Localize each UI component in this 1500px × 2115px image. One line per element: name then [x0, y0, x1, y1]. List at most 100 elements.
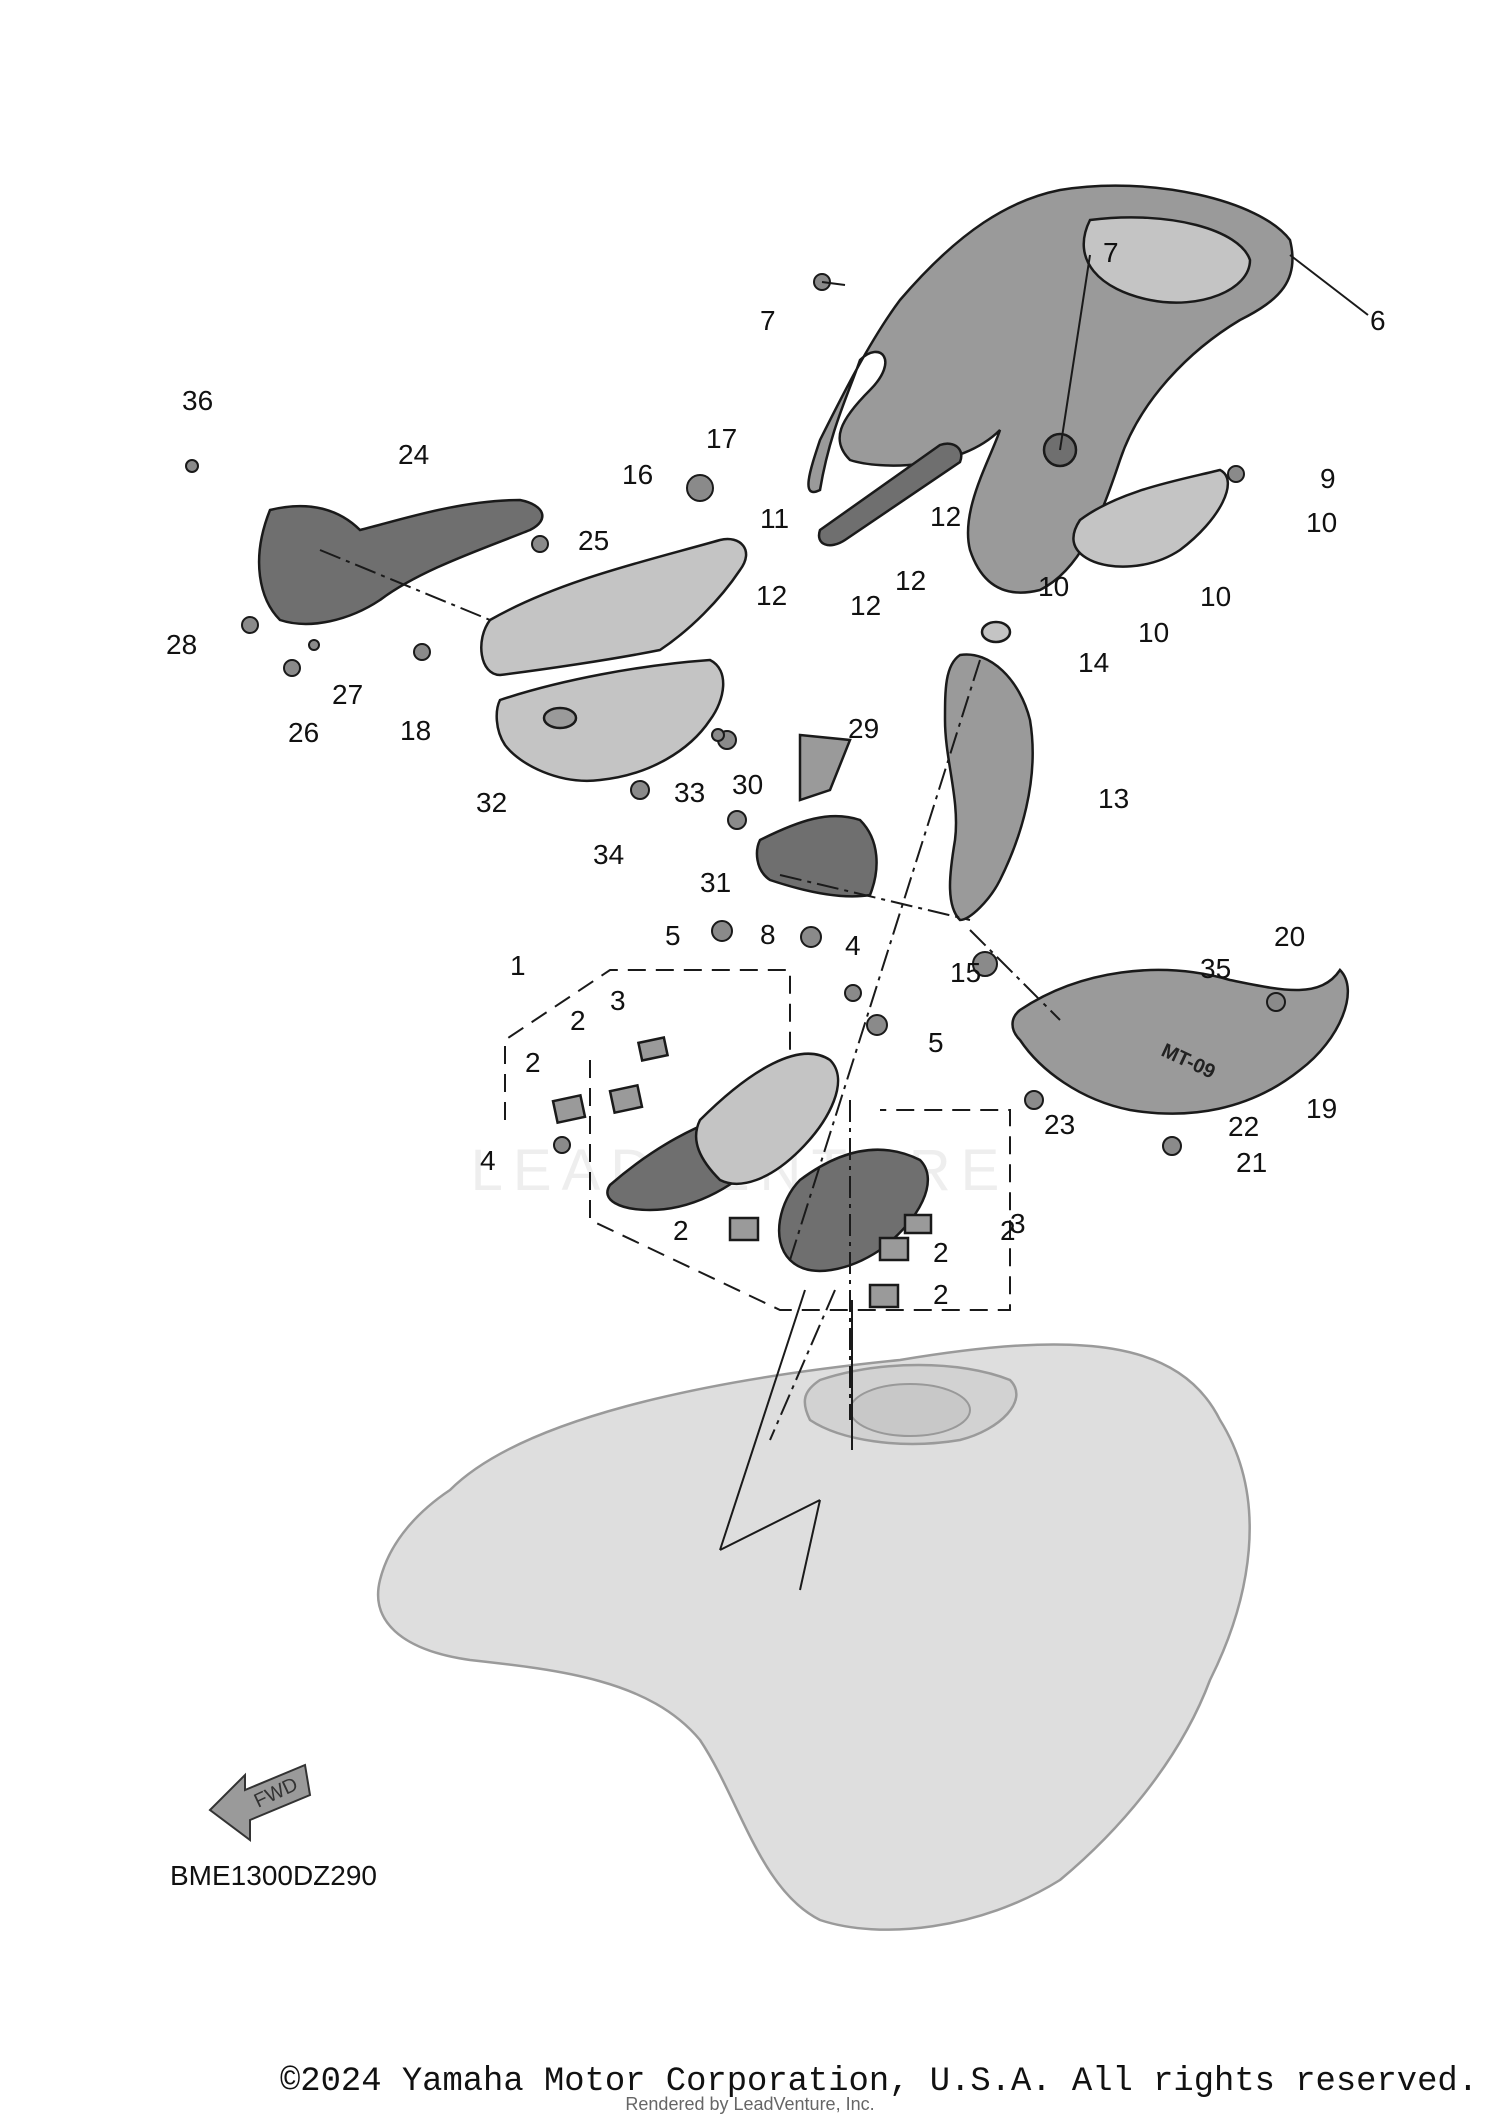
callout-1: 1: [510, 950, 526, 981]
part-1-assembly-box-upper: [504, 969, 791, 1120]
callout-28: 28: [166, 629, 197, 660]
leader-lines: [319, 254, 1369, 1591]
part-32-grommet: [542, 706, 578, 730]
part-32-lower-cover: [495, 658, 725, 783]
part-5-screw-b: [866, 1014, 888, 1036]
part-27-collar: [308, 639, 320, 651]
part-25-clip: [531, 535, 549, 553]
callout-22: 22: [1228, 1111, 1259, 1142]
part-4-screw-b: [553, 1136, 571, 1154]
callout-5a: 5: [665, 920, 681, 951]
part-9-washer: [1227, 465, 1245, 483]
callout-26: 26: [288, 717, 319, 748]
part-33-collar: [711, 728, 725, 742]
part-24-side-panel: [257, 498, 544, 626]
callout-20: 20: [1274, 921, 1305, 952]
callout-24: 24: [398, 439, 429, 470]
copyright-notice: ©2024 Yamaha Motor Corporation, U.S.A. A…: [280, 2063, 1478, 2101]
part-28-screw: [241, 616, 259, 634]
callout-5b: 5: [928, 1027, 944, 1058]
fuel-tank-shape: [376, 1343, 1251, 1931]
pad-2-b: [551, 1093, 587, 1125]
part-20-clip: [1266, 992, 1286, 1012]
part-14-damper: [980, 620, 1012, 644]
callout-18: 18: [400, 715, 431, 746]
callout-7b: 7: [760, 305, 776, 336]
diagram-code: BME1300DZ290: [170, 1860, 377, 1891]
callout-2a: 2: [570, 1005, 586, 1036]
part-31-cover: [755, 814, 878, 898]
part-18-bolt: [413, 643, 431, 661]
part-9-bracket-plate: [1072, 468, 1230, 568]
callout-15: 15: [950, 957, 981, 988]
part-13-side-cover: [943, 653, 1034, 922]
callout-10c: 10: [1200, 581, 1231, 612]
callout-29: 29: [848, 713, 879, 744]
callout-21: 21: [1236, 1147, 1267, 1178]
callout-2d: 2: [933, 1237, 949, 1268]
part-11-bracket: [817, 442, 963, 547]
part-8-clip: [800, 926, 822, 948]
part-1-assembly-box-lower: [589, 1060, 1011, 1311]
callout-12c: 12: [895, 565, 926, 596]
pad-2-c: [728, 1216, 760, 1242]
callout-2e: 2: [933, 1279, 949, 1310]
pad-2-a: [608, 1083, 644, 1115]
pad-3-a: [636, 1036, 670, 1062]
callout-3a: 3: [610, 985, 626, 1016]
pad-2-d: [878, 1236, 910, 1262]
fwd-arrow-icon: FWD: [208, 1763, 312, 1842]
rendered-by-notice: Rendered by LeadVenture, Inc.: [625, 2094, 874, 2114]
callout-17: 17: [706, 423, 737, 454]
callout-12d: 12: [930, 501, 961, 532]
callout-4b: 4: [845, 930, 861, 961]
callout-12b: 12: [850, 590, 881, 621]
pad-3-b: [903, 1213, 933, 1235]
callout-8: 8: [760, 919, 776, 950]
callout-25: 25: [578, 525, 609, 556]
callout-27: 27: [332, 679, 363, 710]
part-17-clip: [686, 474, 714, 502]
part-19-lower-fairing: [1011, 968, 1350, 1115]
part-26-bolt: [283, 659, 301, 677]
callout-6: 6: [1370, 305, 1386, 336]
part-5-screw-a: [711, 920, 733, 942]
callout-2c: 2: [673, 1215, 689, 1246]
callout-4a: 4: [480, 1145, 496, 1176]
callout-14: 14: [1078, 647, 1109, 678]
callout-30: 30: [732, 769, 763, 800]
callout-3b: 3: [1010, 1208, 1026, 1239]
part-23-screw: [1024, 1090, 1044, 1110]
callout-10a: 10: [1306, 507, 1337, 538]
callout-35: 35: [1200, 953, 1231, 984]
callout-16: 16: [622, 459, 653, 490]
callout-labels: 1 2 2 2 2 2 2 3 3 4 4 5 5 6 7 7 8 9 10 1…: [166, 237, 1386, 1310]
part-4-screw-a: [844, 984, 862, 1002]
pad-2-e: [868, 1283, 900, 1309]
callout-7a: 7: [1103, 237, 1119, 268]
callout-10d: 10: [1138, 617, 1169, 648]
part-1-center-duct: [694, 1052, 840, 1185]
callout-11: 11: [760, 503, 789, 534]
callout-10b: 10: [1038, 571, 1069, 602]
part-36-strap: [185, 459, 199, 473]
callout-19: 19: [1306, 1093, 1337, 1124]
part-6-tank-cover-opening: [1082, 216, 1252, 304]
part-15-nut: [972, 951, 998, 977]
part-31-screw: [727, 810, 747, 830]
callout-2f: 2: [1000, 1215, 1016, 1246]
callout-23: 23: [1044, 1109, 1075, 1140]
callout-13: 13: [1098, 783, 1129, 814]
callout-33: 33: [674, 777, 705, 808]
fuel-cap-ring: [849, 1383, 971, 1437]
part-29-bracket: [798, 733, 852, 802]
part-16-upper-cover: [480, 537, 748, 677]
callout-32: 32: [476, 787, 507, 818]
callout-9: 9: [1320, 463, 1336, 494]
callout-34: 34: [593, 839, 624, 870]
callout-36: 36: [182, 385, 213, 416]
callout-2b: 2: [525, 1047, 541, 1078]
part-34-nut: [630, 780, 650, 800]
